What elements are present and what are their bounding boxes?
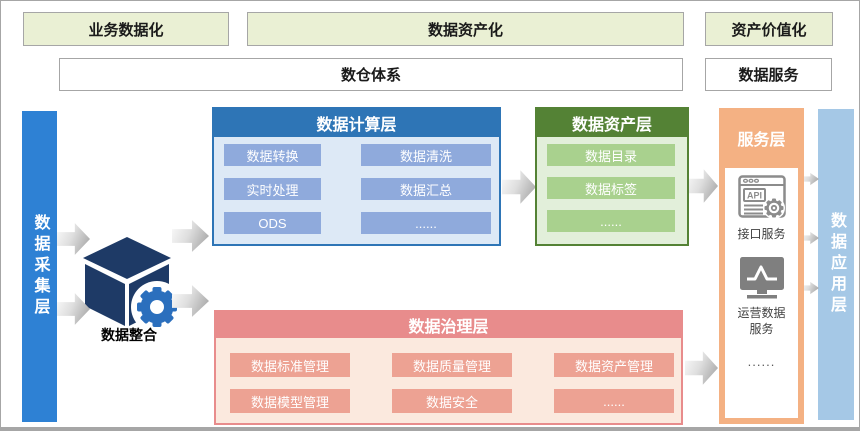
asset-layer-box: 数据资产层 数据目录 数据标签 ...... (535, 107, 689, 246)
top-box-asset-valorization: 资产价值化 (705, 12, 833, 46)
arrow-asset-to-service (687, 169, 718, 203)
chip-data-transform: 数据转换 (224, 144, 321, 166)
api-browser-gear-icon: API (737, 175, 786, 219)
operation-data-service-label: 运营数据服务 (737, 306, 786, 337)
governance-layer-items: 数据标准管理 数据质量管理 数据资产管理 数据模型管理 数据安全 ...... (216, 338, 681, 413)
service-layer-box: 服务层 API (719, 108, 804, 424)
compute-layer-items: 数据转换 数据清洗 实时处理 数据汇总 ODS ...... (214, 137, 499, 234)
asset-layer-items: 数据目录 数据标签 ...... (537, 137, 687, 232)
data-service-box: 数据服务 (705, 58, 832, 91)
arrow-compute-to-asset (502, 170, 536, 204)
cube-gear-icon (83, 237, 183, 333)
chip-governance-ellipsis: ...... (554, 389, 674, 413)
line-chart-monitor-icon (739, 257, 784, 299)
compute-layer-box: 数据计算层 数据转换 数据清洗 实时处理 数据汇总 ODS ...... (212, 107, 501, 246)
warehouse-system-box: 数仓体系 (59, 58, 683, 91)
governance-layer-title: 数据治理层 (216, 312, 681, 338)
chip-data-tags: 数据标签 (547, 177, 675, 199)
chip-data-quality-mgmt: 数据质量管理 (392, 353, 512, 377)
data-application-layer-bar: 数据应用层 (818, 109, 854, 420)
chip-data-standard-mgmt: 数据标准管理 (230, 353, 350, 377)
chip-data-asset-mgmt: 数据资产管理 (554, 353, 674, 377)
chip-data-cleansing: 数据清洗 (361, 144, 491, 166)
top-box-data-assetization: 数据资产化 (247, 12, 684, 46)
data-integration-label: 数据整合 (101, 327, 157, 343)
chip-data-security: 数据安全 (392, 389, 512, 413)
chip-data-catalog: 数据目录 (547, 144, 675, 166)
bottom-divider (1, 427, 859, 430)
service-layer-panel: API 接口服务 运营数据服务 (725, 168, 798, 418)
chip-realtime-processing: 实时处理 (224, 178, 321, 200)
chip-ods: ODS (224, 212, 321, 234)
data-collection-layer-bar: 数据采集层 (22, 111, 57, 422)
governance-layer-box: 数据治理层 数据标准管理 数据质量管理 数据资产管理 数据模型管理 数据安全 .… (214, 310, 683, 425)
chip-data-aggregation: 数据汇总 (361, 178, 491, 200)
top-box-business-datafication: 业务数据化 (23, 12, 229, 46)
api-service-label: 接口服务 (737, 227, 786, 241)
compute-layer-title: 数据计算层 (214, 109, 499, 137)
service-ellipsis: ...... (747, 353, 776, 369)
arrow-governance-to-service (685, 351, 718, 385)
chip-asset-ellipsis: ...... (547, 210, 675, 232)
asset-layer-title: 数据资产层 (537, 109, 687, 137)
svg-text:API: API (746, 191, 761, 201)
chip-data-model-mgmt: 数据模型管理 (230, 389, 350, 413)
chip-compute-ellipsis: ...... (361, 212, 491, 234)
service-layer-title: 服务层 (737, 132, 786, 149)
